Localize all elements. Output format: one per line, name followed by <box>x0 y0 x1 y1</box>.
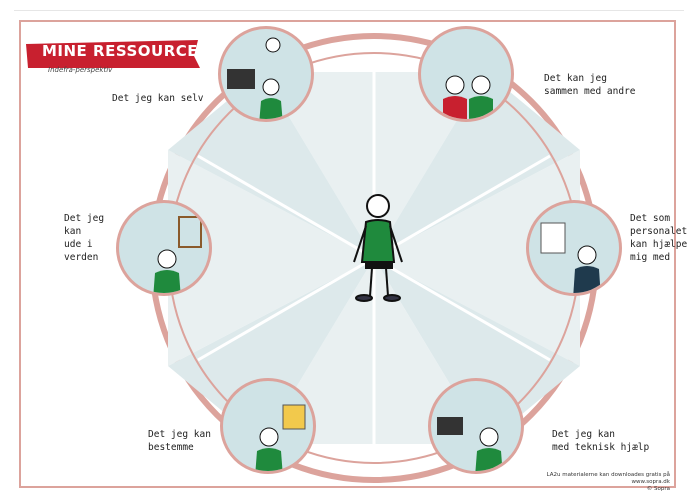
circle-self <box>218 26 314 122</box>
label-world: Det jeg kan ude i verden <box>64 213 105 263</box>
tech-illustration-icon <box>437 417 503 471</box>
decide-illustration-icon <box>255 404 306 471</box>
label-others: Det kan jeg sammen med andre <box>544 73 636 97</box>
page-title: MINE RESSOURCER <box>42 42 211 60</box>
title-banner <box>26 40 200 68</box>
footer-credit: LA2u materialerne kan downloades gratis … <box>520 472 670 493</box>
circle-others <box>418 26 514 122</box>
staff-illustration-icon <box>540 222 601 293</box>
circle-staff <box>526 200 622 296</box>
self-illustration-icon <box>227 37 283 119</box>
footer-copyright: © Sopra <box>646 486 670 492</box>
page-frame <box>19 20 676 488</box>
world-illustration-icon <box>153 216 202 293</box>
circle-tech <box>428 378 524 474</box>
footer-download-note: LA2u materialerne kan downloades gratis … <box>546 472 670 485</box>
label-decide: Det jeg kan bestemme <box>148 429 211 453</box>
page-subtitle: Indefra-perspektiv <box>48 66 113 74</box>
center-person <box>353 194 403 302</box>
label-self: Det jeg kan selv <box>112 93 204 104</box>
label-staff: Det som personalet kan hjælpe mig med <box>630 213 688 263</box>
top-rule <box>14 10 684 11</box>
circle-decide <box>220 378 316 474</box>
others-illustration-icon <box>443 75 493 119</box>
circle-world <box>116 200 212 296</box>
label-tech: Det jeg kan med teknisk hjælp <box>552 429 650 453</box>
